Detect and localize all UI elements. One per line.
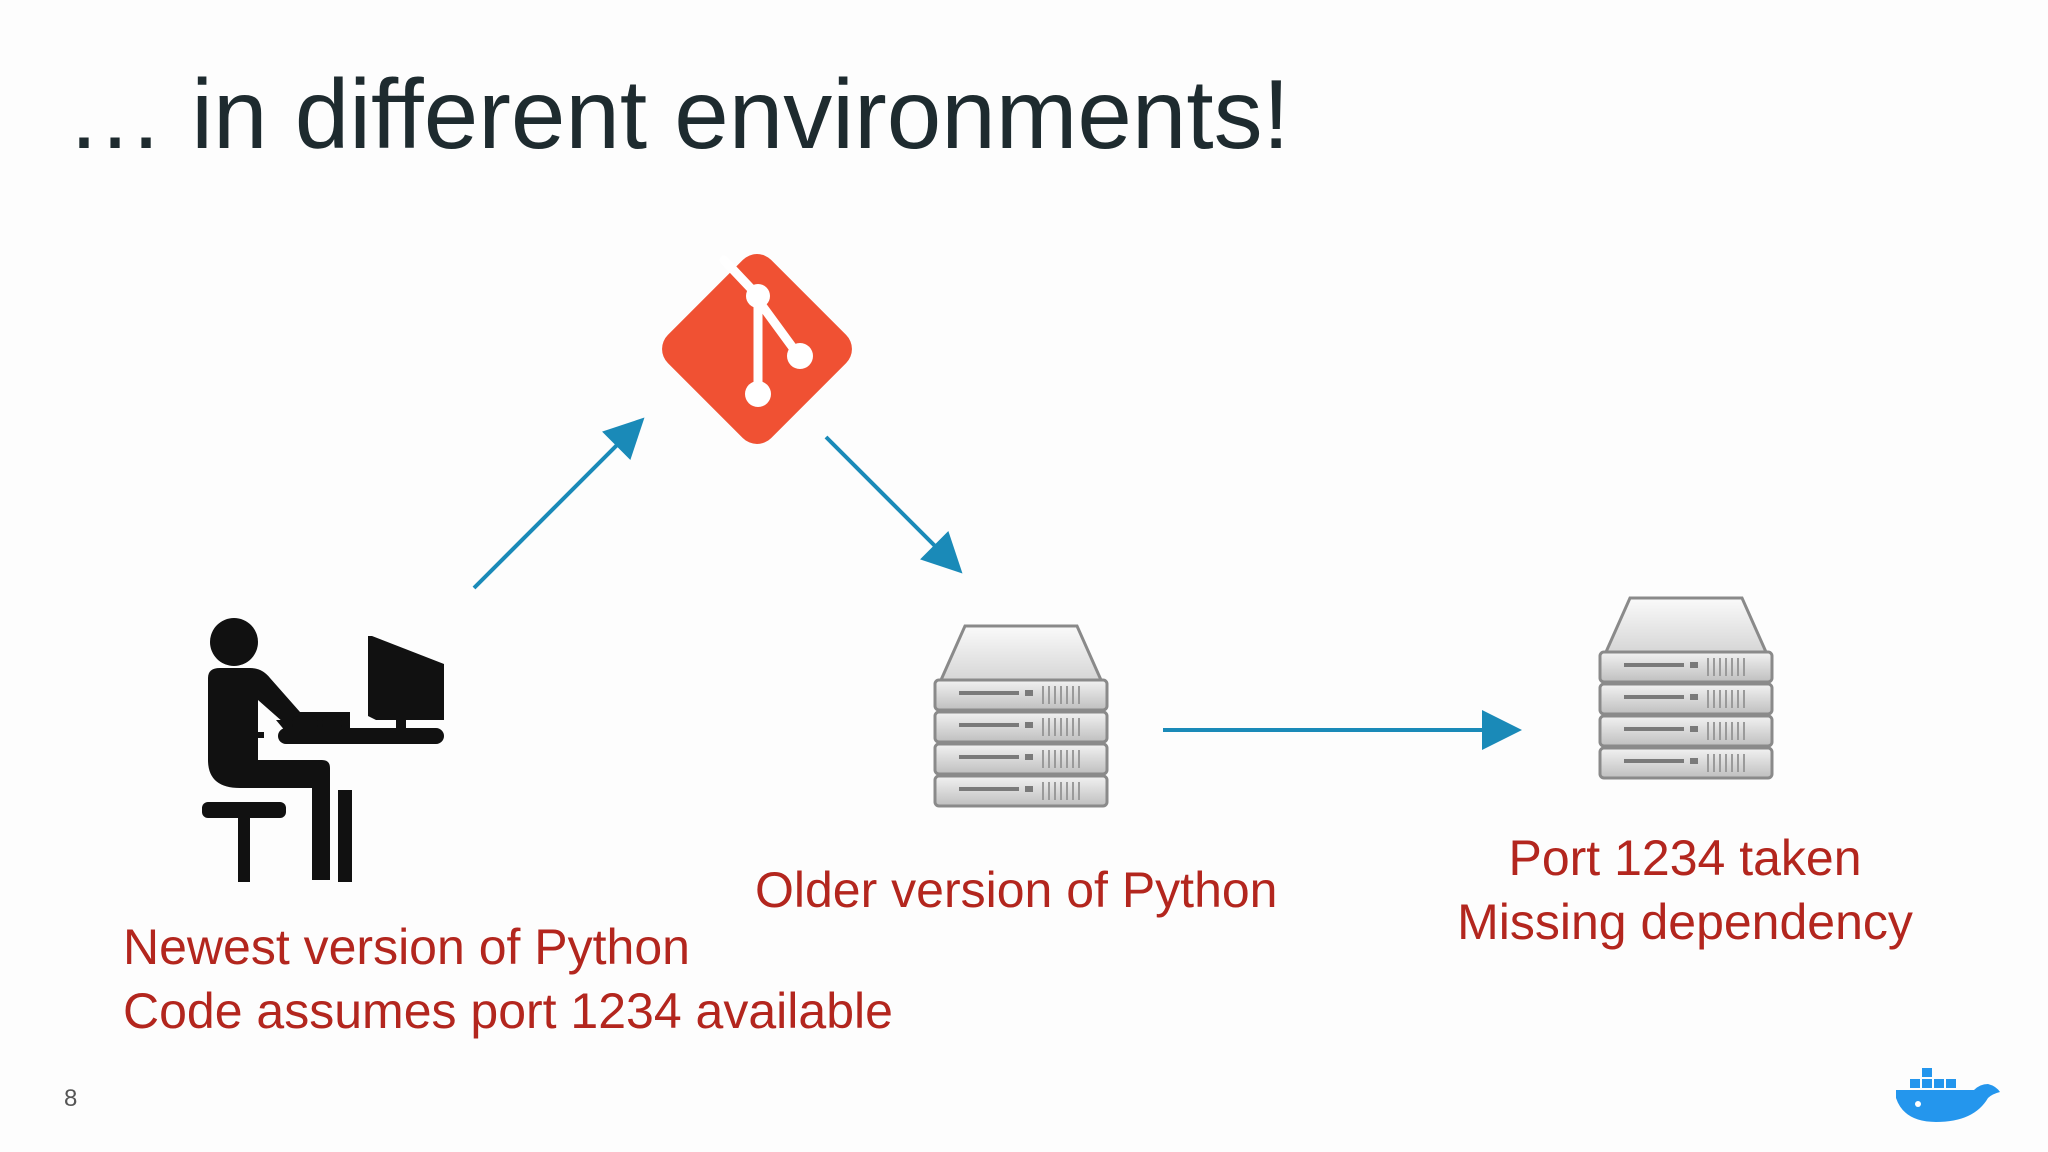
arrow-git-to-server-one bbox=[824, 435, 963, 574]
server-one-notes: Older version of Python bbox=[755, 858, 1278, 922]
git-logo-icon bbox=[662, 254, 852, 444]
developer-note-line: Newest version of Python bbox=[123, 919, 690, 975]
arrow-developer-to-git bbox=[472, 417, 645, 590]
server-two-notes: Port 1234 taken Missing dependency bbox=[1455, 826, 1915, 954]
developer-note-line: Code assumes port 1234 available bbox=[123, 983, 893, 1039]
server-two-note-line: Missing dependency bbox=[1457, 894, 1913, 950]
server-two-note-line: Port 1234 taken bbox=[1508, 830, 1862, 886]
server-one-note-line: Older version of Python bbox=[755, 862, 1278, 918]
server-rack-icon bbox=[933, 624, 1109, 808]
page-number: 8 bbox=[64, 1085, 78, 1112]
slide-title: … in different environments! bbox=[66, 59, 1290, 169]
server-rack-icon bbox=[1598, 596, 1774, 780]
docker-whale-icon bbox=[1896, 1068, 2000, 1122]
developer-notes: Newest version of Python Code assumes po… bbox=[123, 915, 893, 1043]
developer-at-computer-icon bbox=[202, 618, 444, 882]
